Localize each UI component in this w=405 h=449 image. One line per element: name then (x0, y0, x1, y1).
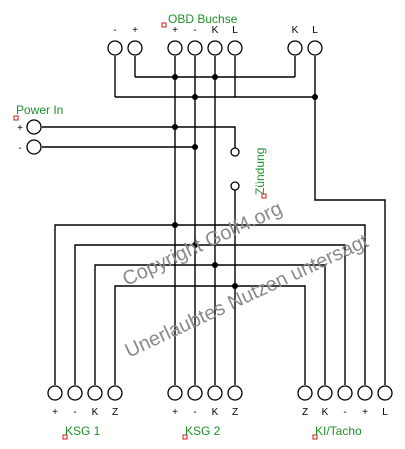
terminal-ksg2 (187, 385, 203, 401)
pin-label: Z (232, 407, 238, 418)
terminal-ksg1 (107, 385, 123, 401)
pin-label: K (92, 407, 99, 418)
terminal-obd (187, 40, 203, 56)
pin-label: - (193, 25, 196, 36)
wire-z-bus (114, 285, 306, 385)
zuendung-label: Zündung (253, 148, 267, 195)
junction-node (232, 283, 238, 289)
terminal-obd (287, 40, 303, 56)
pin-label: - (73, 407, 76, 418)
junction-node (172, 222, 178, 228)
pin-label: + (362, 407, 368, 418)
ksg1-pin-labels: + - K Z (52, 407, 118, 418)
pin-label: - (113, 25, 116, 36)
junctions (172, 74, 318, 289)
pin-label: + (172, 407, 178, 418)
pin-label: L (232, 25, 238, 36)
ki-terminals (297, 385, 393, 401)
terminal-ki (317, 385, 333, 401)
pin-label: - (18, 143, 21, 154)
terminal-ksg1 (47, 385, 63, 401)
label-marker (13, 115, 19, 121)
obd-label: OBD Buchse (168, 12, 238, 26)
power-in-label: Power In (16, 103, 63, 117)
pin-label: K (292, 25, 299, 36)
wires (42, 56, 386, 385)
pin-label: + (52, 407, 58, 418)
switch-contact-top (230, 147, 240, 157)
pin-label: K (322, 407, 329, 418)
wire-k-bus (94, 264, 326, 385)
obd-terminals (107, 40, 323, 56)
terminal-ki (357, 385, 373, 401)
junction-node (192, 144, 198, 150)
pin-label: K (212, 25, 219, 36)
terminal-power (26, 139, 42, 155)
ksg2-pin-labels: + - K Z (172, 407, 238, 418)
terminal-ksg1 (87, 385, 103, 401)
label-marker (261, 193, 267, 199)
terminal-ksg2 (227, 385, 243, 401)
label-marker (62, 434, 68, 440)
wire-l-to-ki (314, 97, 386, 385)
terminal-ksg2 (207, 385, 223, 401)
terminal-obd (307, 40, 323, 56)
pin-label: Z (302, 407, 308, 418)
terminal-obd (207, 40, 223, 56)
junction-node (172, 124, 178, 130)
terminal-ksg1 (67, 385, 83, 401)
pin-label: L (312, 25, 318, 36)
ksg1-terminals (47, 385, 123, 401)
junction-node (212, 262, 218, 268)
pin-label: K (212, 407, 219, 418)
wire-plus-bus (54, 224, 366, 385)
switch-contact-bottom (230, 181, 240, 191)
pin-label: + (17, 123, 23, 134)
label-marker (312, 434, 318, 440)
terminal-power (26, 119, 42, 135)
power-pin-labels: + - (17, 123, 23, 154)
junction-node (212, 74, 218, 80)
junction-node (192, 242, 198, 248)
pin-label: + (172, 25, 178, 36)
label-marker (161, 22, 167, 28)
junction-node (172, 74, 178, 80)
pin-label: - (193, 407, 196, 418)
wire-zuendung-feed (175, 126, 236, 148)
ignition-switch (230, 147, 240, 191)
junction-node (312, 94, 318, 100)
terminal-obd (227, 40, 243, 56)
watermark-line2: Unerlaubtes Nutzen untersagt (122, 230, 373, 362)
terminal-obd (127, 40, 143, 56)
terminal-obd (167, 40, 183, 56)
terminal-ksg2 (167, 385, 183, 401)
ki-pin-labels: Z K - + L (302, 407, 388, 418)
terminal-ki (297, 385, 313, 401)
ki-label: KI/Tacho (315, 424, 362, 438)
pin-label: + (132, 25, 138, 36)
power-terminals (26, 119, 42, 155)
label-marker (182, 434, 188, 440)
ksg1-label: KSG 1 (65, 424, 101, 438)
pin-label: - (343, 407, 346, 418)
wire-minus-bus (74, 244, 346, 385)
ksg2-label: KSG 2 (185, 424, 221, 438)
watermark: Copyright Golf4.org Unerlaubtes Nutzen u… (119, 198, 373, 363)
pin-label: Z (112, 407, 118, 418)
junction-node (192, 94, 198, 100)
ksg2-terminals (167, 385, 243, 401)
terminal-ki (337, 385, 353, 401)
terminal-obd (107, 40, 123, 56)
terminal-ki (377, 385, 393, 401)
pin-label: L (382, 407, 388, 418)
obd-pin-labels: - + + - K L K L (113, 25, 318, 36)
component-labels: OBD Buchse Power In Zündung KSG 1 KSG 2 … (13, 12, 362, 440)
